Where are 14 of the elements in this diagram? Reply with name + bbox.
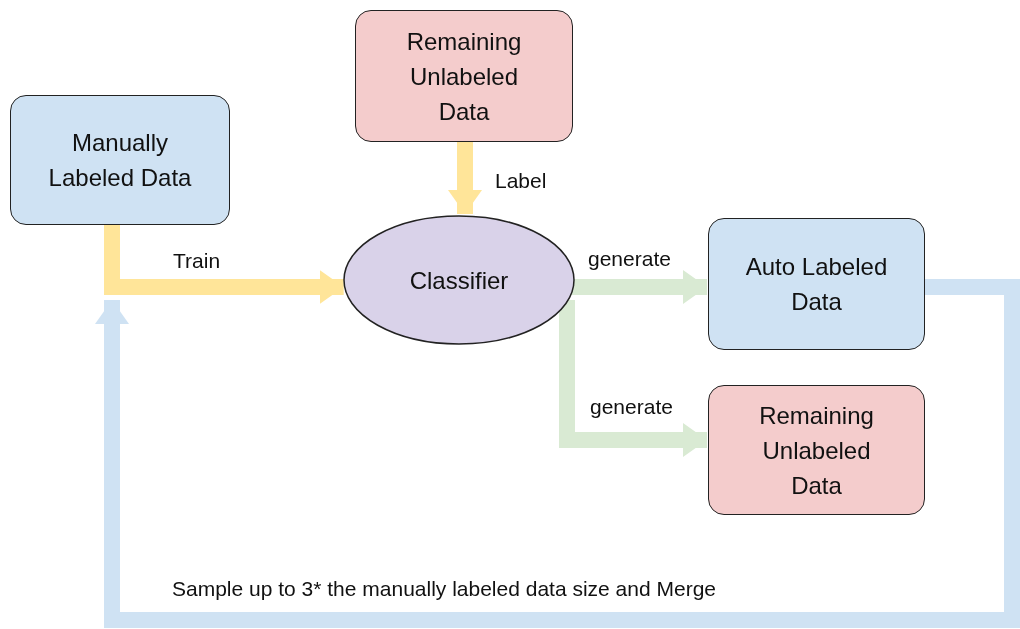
node-label: Classifier [408,265,510,296]
data-box [10,95,230,225]
arrow [559,300,707,457]
node-label: Auto Labeled Data [744,252,889,317]
data-box [708,218,925,350]
arrow [448,142,482,214]
node-label: Remaining Unlabeled Data [405,26,523,127]
data-box [708,385,925,515]
classifier-ellipse [343,215,575,345]
arrow [104,225,344,304]
node-label: Manually Labeled Data [47,128,193,193]
data-box [355,10,573,142]
arrow [95,279,1020,628]
node-label: Remaining Unlabeled Data [758,400,875,501]
